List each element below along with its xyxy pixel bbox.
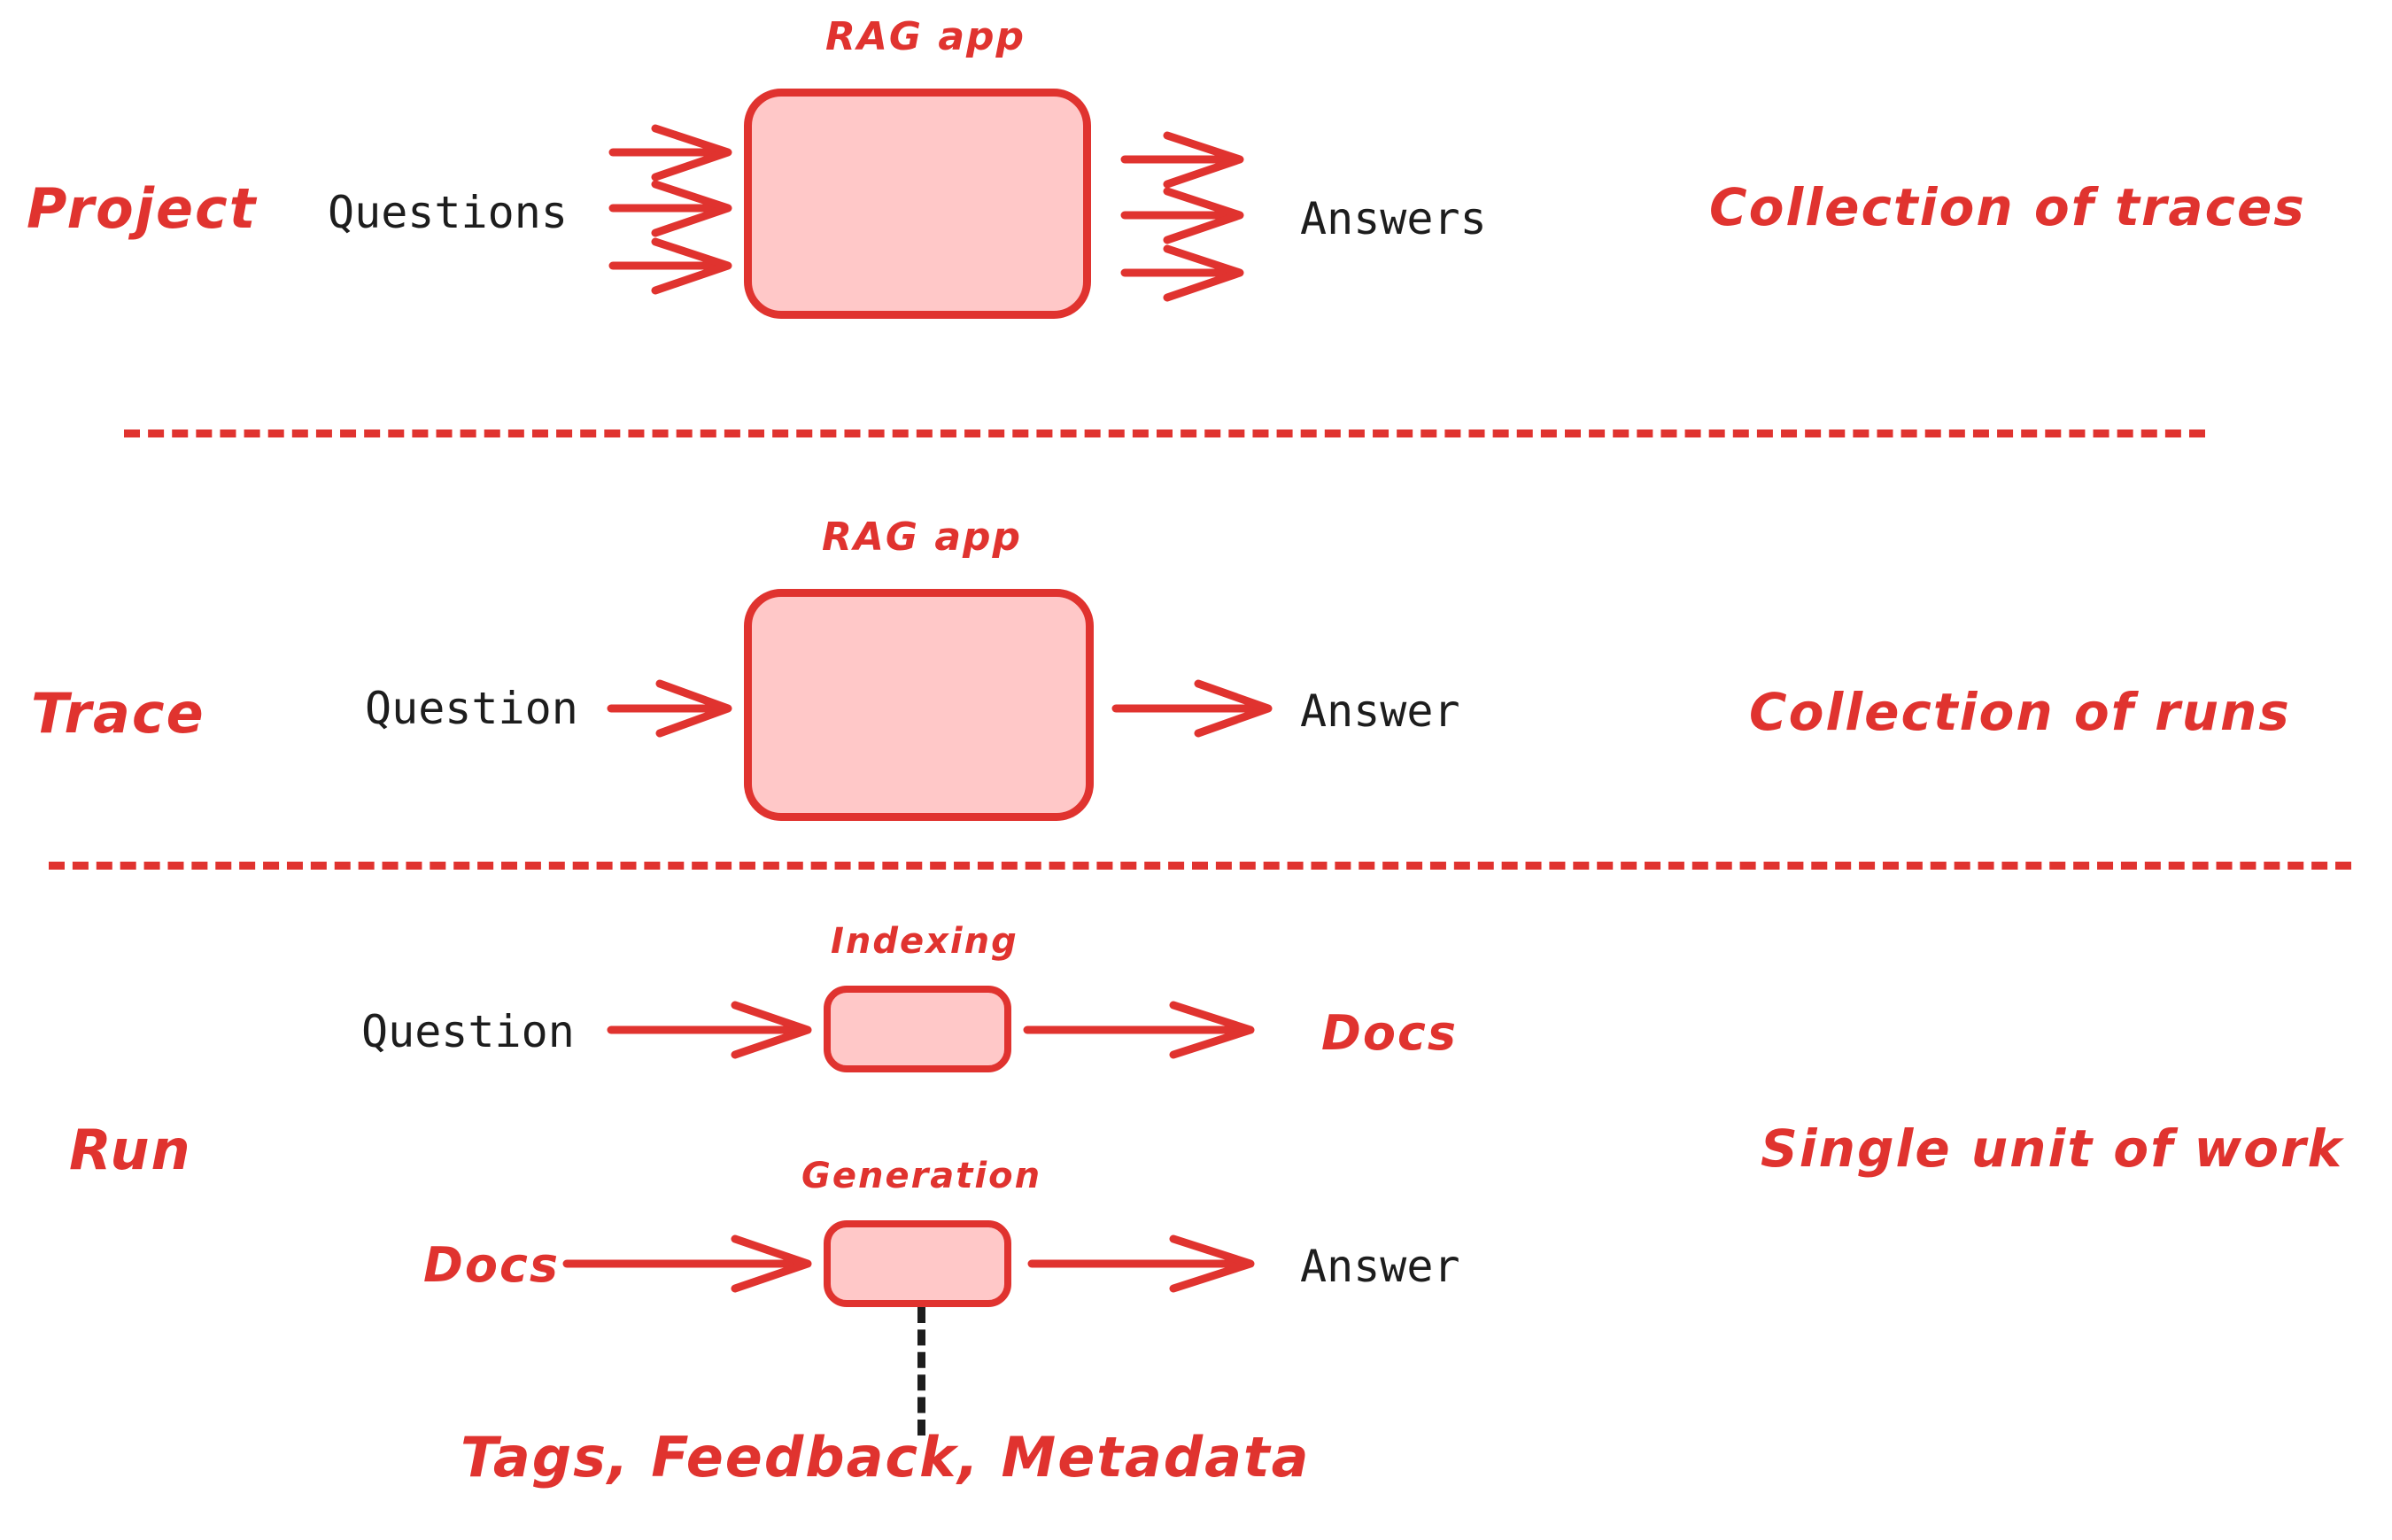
metadata-connector: [917, 1307, 925, 1436]
project-input-label: Questions: [328, 187, 568, 238]
generation-box: [824, 1220, 1011, 1307]
indexing-input-label: Question: [361, 1006, 575, 1057]
separator-project-trace: [124, 429, 2205, 437]
trace-output-label: Answer: [1300, 685, 1460, 737]
project-description: Collection of traces: [1709, 177, 2306, 237]
indexing-box: [824, 986, 1011, 1072]
row-label-project: Project: [27, 176, 258, 241]
run-footnote: Tags, Feedback, Metadata: [461, 1425, 1311, 1490]
generation-input-label: Docs: [423, 1237, 561, 1293]
trace-description: Collection of runs: [1749, 682, 2291, 742]
indexing-box-caption: Indexing: [831, 921, 1018, 962]
trace-box: [744, 589, 1094, 821]
indexing-output-label: Docs: [1321, 1005, 1459, 1061]
project-box-caption: RAG app: [825, 14, 1026, 59]
trace-input-label: Question: [365, 683, 578, 734]
row-label-run: Run: [69, 1118, 192, 1182]
separator-trace-run: [49, 862, 2351, 870]
project-box: [744, 89, 1091, 319]
run-description: Single unit of work: [1761, 1118, 2344, 1179]
generation-output-label: Answer: [1300, 1241, 1460, 1292]
project-output-label: Answers: [1300, 193, 1487, 244]
row-label-trace: Trace: [31, 681, 205, 746]
trace-box-caption: RAG app: [822, 515, 1023, 560]
generation-box-caption: Generation: [801, 1156, 1042, 1196]
